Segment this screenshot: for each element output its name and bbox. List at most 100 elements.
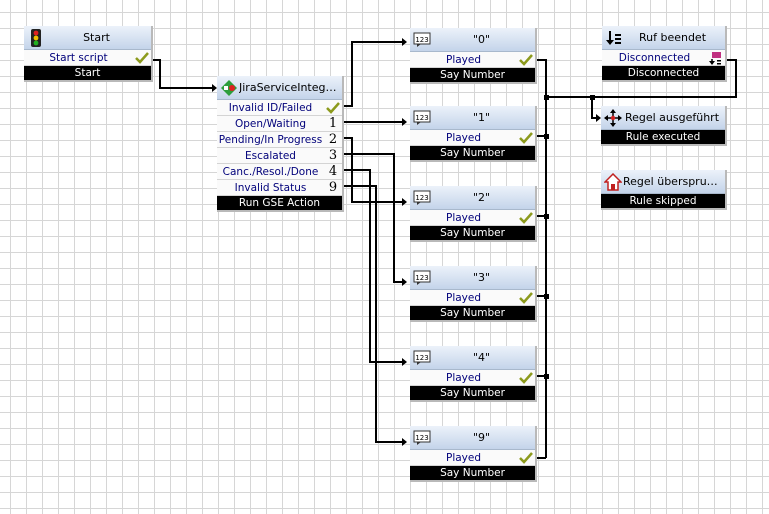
svg-text:123: 123: [415, 114, 428, 122]
output-number-marker: 2: [328, 131, 338, 147]
played-output[interactable]: Played: [410, 210, 535, 226]
say-number-header[interactable]: 123 "1": [410, 106, 535, 130]
say-number-header[interactable]: 123 "9": [410, 426, 535, 450]
start-node-title: Start: [83, 31, 110, 44]
say-number-header[interactable]: 123 "2": [410, 186, 535, 210]
say-number-title: "2": [472, 191, 491, 204]
ruf-beendet-footer: Disconnected: [602, 66, 725, 80]
say-number-title: "9": [472, 431, 491, 444]
hangup-arrow-icon: [604, 28, 624, 48]
speech-123-icon: 123: [412, 30, 432, 50]
checkmark-icon: [517, 451, 535, 464]
jira-output-escalated[interactable]: Escalated 3: [217, 148, 342, 164]
regel-ausgefuehrt-header[interactable]: Regel ausgeführt: [601, 106, 725, 130]
output-number-marker: 4: [328, 163, 338, 179]
start-script-output[interactable]: Start script: [24, 50, 151, 66]
say-number-footer: Say Number: [410, 466, 535, 480]
say-number-title: "4": [472, 351, 491, 364]
say-number-title: "3": [472, 271, 491, 284]
checkmark-icon: [133, 51, 151, 64]
jira-node-title: JiraServiceIntegra...: [239, 81, 342, 94]
jira-output-invalid-status[interactable]: Invalid Status 9: [217, 180, 342, 196]
jira-output-invalid-id[interactable]: Invalid ID/Failed: [217, 100, 342, 116]
speech-123-icon: 123: [412, 428, 432, 448]
regel-ausgefuehrt-node[interactable]: Regel ausgeführt Rule executed: [601, 106, 727, 146]
played-label: Played: [445, 211, 482, 224]
say-number-footer: Say Number: [410, 386, 535, 400]
speech-123-icon: 123: [412, 188, 432, 208]
say-number-footer: Say Number: [410, 226, 535, 240]
gse-action-icon: [219, 78, 239, 98]
say-number-header[interactable]: 123 "0": [410, 28, 535, 52]
speech-123-icon: 123: [412, 348, 432, 368]
speech-123-icon: 123: [412, 268, 432, 288]
played-output[interactable]: Played: [410, 130, 535, 146]
svg-text:123: 123: [415, 36, 428, 44]
disconnected-output[interactable]: Disconnected: [602, 50, 725, 66]
say-number-header[interactable]: 123 "4": [410, 346, 535, 370]
played-label: Played: [445, 371, 482, 384]
played-label: Played: [445, 131, 482, 144]
speech-123-icon: 123: [412, 108, 432, 128]
jira-output-label: Escalated: [245, 149, 296, 162]
start-node[interactable]: Start Start script Start: [24, 26, 153, 82]
svg-text:123: 123: [415, 434, 428, 442]
disconnected-label: Disconnected: [618, 51, 691, 64]
jira-service-node[interactable]: JiraServiceIntegra... Invalid ID/Failed …: [217, 76, 344, 212]
say-number-footer: Say Number: [410, 146, 535, 160]
played-output[interactable]: Played: [410, 450, 535, 466]
svg-text:123: 123: [415, 274, 428, 282]
jira-node-header[interactable]: JiraServiceIntegra...: [217, 76, 342, 100]
start-node-header[interactable]: Start: [24, 26, 151, 50]
checkmark-icon: [517, 211, 535, 224]
jira-output-label: Canc./Resol./Done: [222, 165, 319, 178]
regel-uebersprungen-title: Regel übersprungen: [623, 175, 725, 188]
output-number-marker: 9: [328, 179, 338, 195]
jira-output-label: Pending/In Progress: [218, 133, 323, 146]
jira-output-cancelled[interactable]: Canc./Resol./Done 4: [217, 164, 342, 180]
say-number-header[interactable]: 123 "3": [410, 266, 535, 290]
checkmark-icon: [517, 131, 535, 144]
say-number-title: "0": [472, 33, 491, 46]
ruf-beendet-node[interactable]: Ruf beendet Disconnected Disconnected: [602, 26, 727, 82]
say-number-node-0[interactable]: 123 "0" Played Say Number: [410, 28, 537, 84]
output-number-marker: 3: [328, 147, 338, 163]
start-node-footer: Start: [24, 66, 151, 80]
house-skip-icon: [603, 172, 623, 192]
say-number-node-9[interactable]: 123 "9" Played Say Number: [410, 426, 537, 482]
rule-move-icon: [603, 108, 623, 128]
say-number-footer: Say Number: [410, 306, 535, 320]
regel-ausgefuehrt-title: Regel ausgeführt: [624, 111, 720, 124]
regel-ausgefuehrt-footer: Rule executed: [601, 130, 725, 144]
played-label: Played: [445, 451, 482, 464]
say-number-node-3[interactable]: 123 "3" Played Say Number: [410, 266, 537, 322]
ruf-beendet-header[interactable]: Ruf beendet: [602, 26, 725, 50]
jira-node-footer: Run GSE Action: [217, 196, 342, 210]
played-output[interactable]: Played: [410, 370, 535, 386]
say-number-title: "1": [472, 111, 491, 124]
checkmark-icon: [324, 101, 342, 114]
jira-output-open-waiting[interactable]: Open/Waiting 1: [217, 116, 342, 132]
say-number-node-4[interactable]: 123 "4" Played Say Number: [410, 346, 537, 402]
regel-uebersprungen-node[interactable]: Regel übersprungen Rule skipped: [601, 170, 727, 210]
say-number-footer: Say Number: [410, 68, 535, 82]
jira-output-label: Open/Waiting: [235, 117, 306, 130]
played-output[interactable]: Played: [410, 290, 535, 306]
jira-output-label: Invalid ID/Failed: [228, 101, 313, 114]
played-label: Played: [445, 291, 482, 304]
checkmark-icon: [517, 291, 535, 304]
start-script-label: Start script: [49, 51, 108, 64]
checkmark-icon: [517, 53, 535, 66]
jira-output-label: Invalid Status: [234, 181, 307, 194]
traffic-light-icon: [26, 28, 46, 48]
say-number-node-2[interactable]: 123 "2" Played Say Number: [410, 186, 537, 242]
regel-uebersprungen-header[interactable]: Regel übersprungen: [601, 170, 725, 194]
say-number-node-1[interactable]: 123 "1" Played Say Number: [410, 106, 537, 162]
played-output[interactable]: Played: [410, 52, 535, 68]
svg-text:123: 123: [415, 194, 428, 202]
svg-text:123: 123: [415, 354, 428, 362]
checkmark-icon: [517, 371, 535, 384]
played-label: Played: [445, 53, 482, 66]
regel-uebersprungen-footer: Rule skipped: [601, 194, 725, 208]
jira-output-pending[interactable]: Pending/In Progress 2: [217, 132, 342, 148]
